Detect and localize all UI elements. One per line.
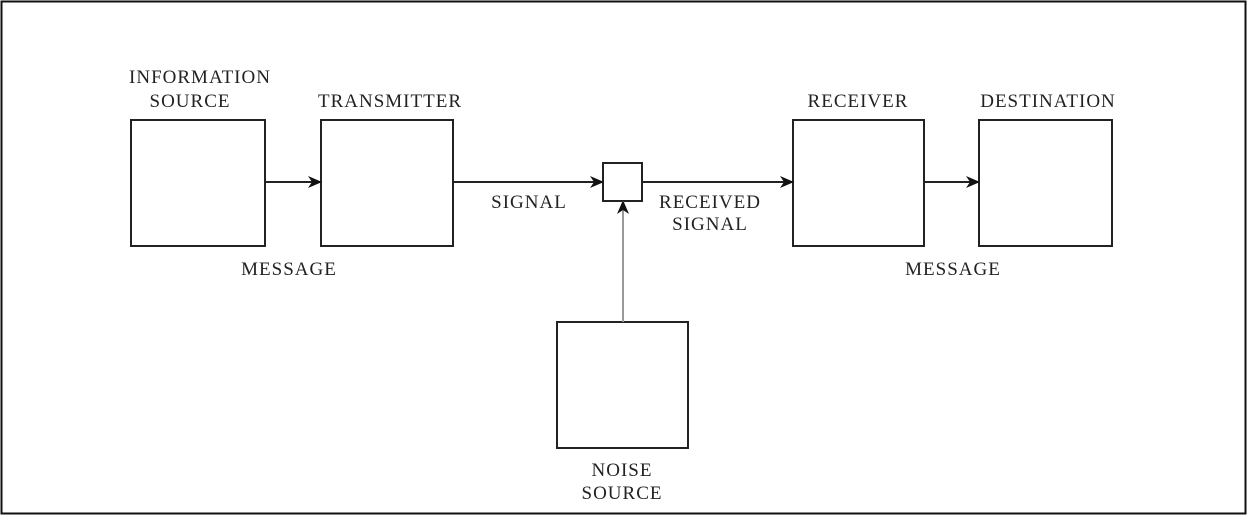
message-label-left: MESSAGE	[241, 259, 337, 280]
information-source-box	[130, 119, 266, 247]
noise-source-label-1: NOISE	[592, 460, 653, 481]
information-source-label-2: SOURCE	[150, 91, 231, 112]
received-signal-label-1: RECEIVED	[659, 192, 761, 213]
transmitter-label: TRANSMITTER	[318, 91, 462, 112]
received-signal-label-2: SIGNAL	[672, 214, 748, 235]
signal-label: SIGNAL	[491, 192, 567, 213]
transmitter-box	[320, 119, 454, 247]
noise-source-box	[556, 321, 689, 449]
channel-box	[602, 162, 643, 202]
destination-label: DESTINATION	[980, 91, 1116, 112]
destination-box	[978, 119, 1113, 247]
noise-source-label-2: SOURCE	[582, 483, 663, 504]
receiver-box	[792, 119, 925, 247]
message-label-right: MESSAGE	[905, 259, 1001, 280]
information-source-label-1: INFORMATION	[129, 67, 271, 88]
receiver-label: RECEIVER	[808, 91, 909, 112]
